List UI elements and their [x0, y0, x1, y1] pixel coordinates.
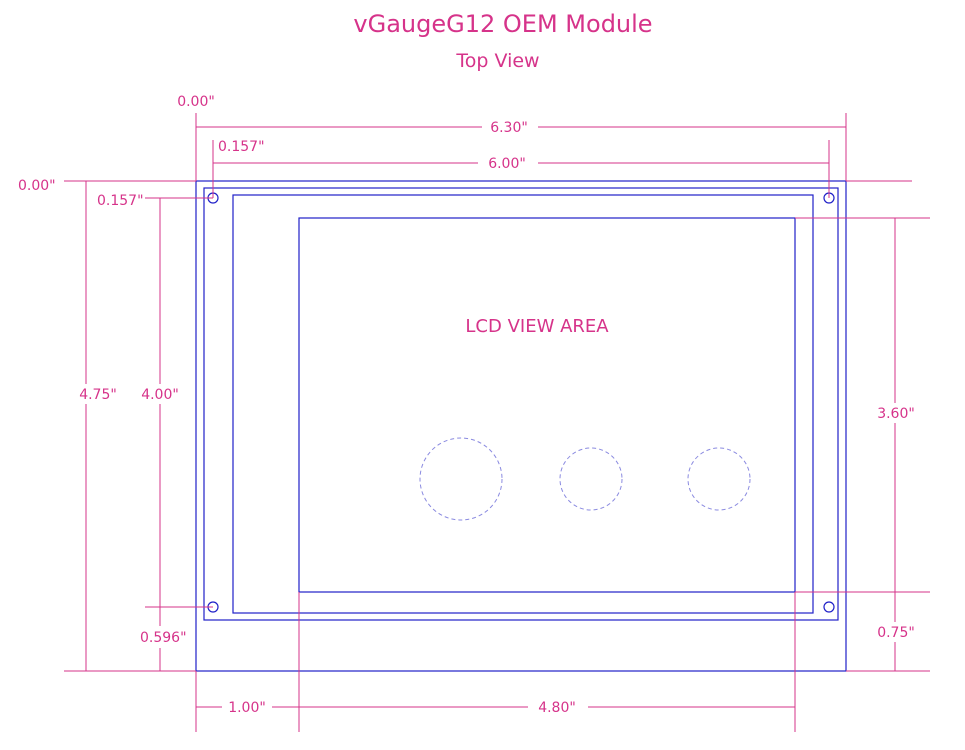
mounting-hole-bottom-right	[823, 601, 835, 613]
dim-lcd-left-offset: 1.00"	[228, 700, 266, 716]
dim-lcd-bottom-offset: 0.75"	[877, 625, 915, 641]
module-inner-outline	[203, 187, 839, 621]
dim-hole-spacing-x: 6.00"	[488, 156, 526, 172]
gauge-circle-large	[419, 437, 503, 521]
board-outline	[195, 180, 847, 672]
gauge-circle-medium	[559, 447, 623, 511]
lcd-view-area-label: LCD VIEW AREA	[465, 316, 609, 337]
dim-overall-width: 6.30"	[490, 120, 528, 136]
dim-hole-spacing-y: 4.00"	[141, 387, 179, 403]
gauge-circle-right	[687, 447, 751, 511]
dim-hole-offset-y: 0.157"	[97, 193, 144, 209]
drawing-subtitle: Top View	[455, 50, 539, 72]
dim-bottom-hole-offset: 0.596"	[140, 630, 187, 646]
lcd-view-area-outline	[298, 217, 796, 593]
dim-origin-y: 0.00"	[18, 178, 56, 194]
bezel-outline	[232, 194, 814, 614]
dim-lcd-height: 3.60"	[877, 406, 915, 422]
dim-origin-x: 0.00"	[177, 94, 215, 110]
dim-overall-height: 4.75"	[79, 387, 117, 403]
drawing-title: vGaugeG12 OEM Module	[353, 10, 652, 38]
dim-hole-offset-x: 0.157"	[218, 139, 265, 155]
dim-lcd-width: 4.80"	[538, 700, 576, 716]
